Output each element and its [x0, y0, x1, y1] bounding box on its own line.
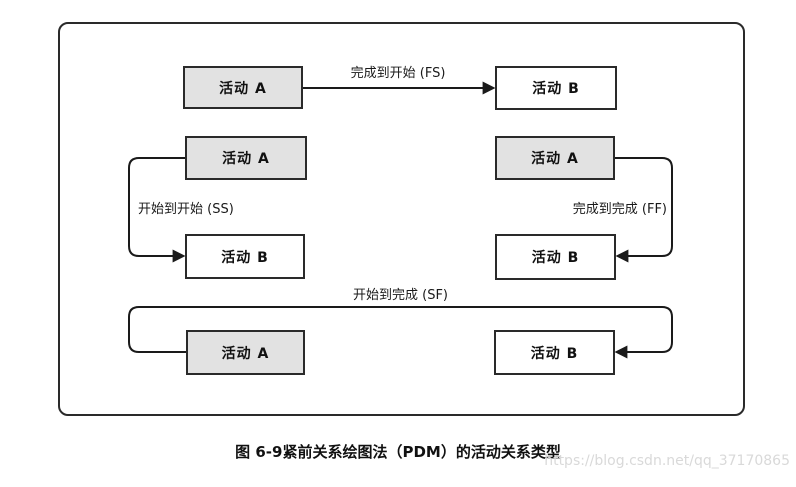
ff-relationship-label: 完成到完成 (FF)	[572, 202, 667, 217]
connector-lines	[128, 81, 673, 359]
diagram-frame: 活动 A 活动 B 活动 A 活动 B 活动 A 活动 B 活动 A 活动 B …	[58, 22, 745, 416]
ff-arrow	[615, 157, 673, 263]
activity-b-sf-box: 活动 B	[494, 330, 615, 375]
activity-a-fs-label: 活动 A	[219, 80, 267, 97]
activity-a-ss-label: 活动 A	[222, 151, 270, 167]
ss-arrow	[128, 157, 186, 263]
figure-caption: 图 6-9紧前关系绘图法（PDM）的活动关系类型	[235, 443, 561, 461]
activity-b-ff-box: 活动 B	[495, 234, 616, 280]
activity-b-ss-box: 活动 B	[185, 234, 305, 279]
activity-a-ss-box: 活动 A	[185, 136, 307, 180]
activity-a-sf-label: 活动 A	[221, 345, 270, 362]
activity-a-sf-box: 活动 A	[186, 330, 305, 375]
activity-b-ff-label: 活动 B	[531, 250, 580, 266]
activity-b-fs-label: 活动 B	[532, 81, 580, 97]
fs-relationship-label: 完成到开始 (FS)	[350, 66, 446, 81]
ss-relationship-label: 开始到开始 (SS)	[138, 202, 234, 217]
activity-b-ss-label: 活动 B	[221, 249, 269, 266]
activity-a-ff-box: 活动 A	[495, 136, 615, 180]
activity-b-sf-label: 活动 B	[530, 345, 579, 362]
sf-relationship-label: 开始到完成 (SF)	[352, 288, 448, 303]
activity-a-fs-box: 活动 A	[183, 66, 303, 109]
activity-b-fs-box: 活动 B	[495, 66, 617, 110]
watermark: https://blog.csdn.net/qq_37170865	[544, 453, 790, 469]
sf-arrow	[128, 306, 673, 359]
activity-a-ff-label: 活动 A	[531, 151, 579, 167]
